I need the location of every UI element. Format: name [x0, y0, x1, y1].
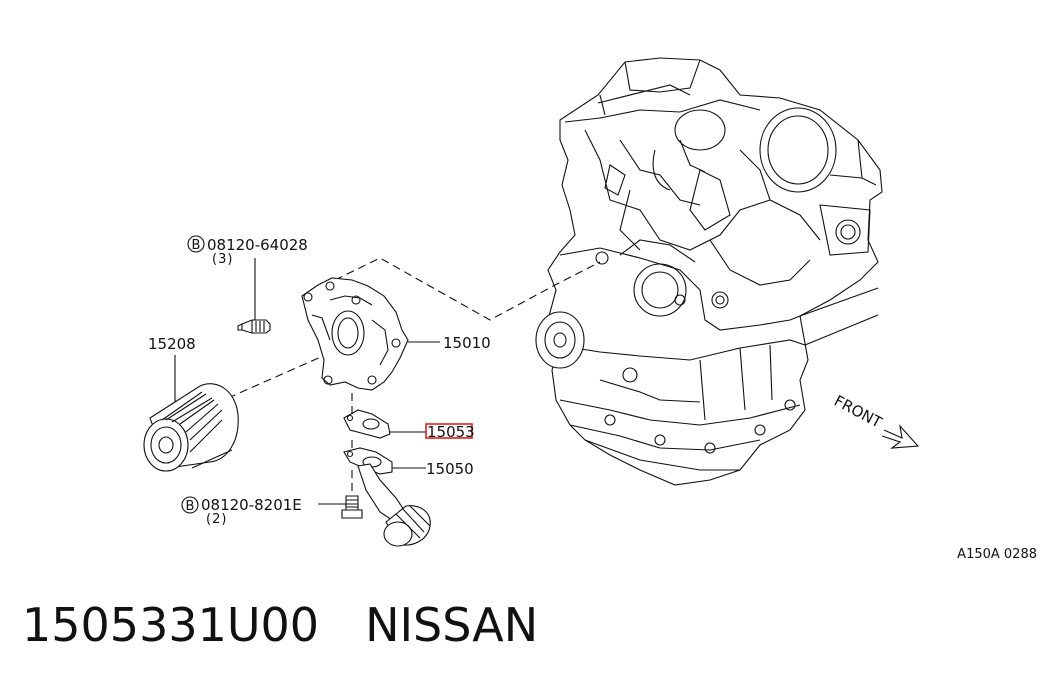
bolt-top-callout: B 08120-64028 (3) [187, 235, 308, 267]
bolt-symbol-icon [187, 235, 205, 253]
part-caption: 1505331U00 NISSAN [22, 598, 538, 652]
bolt-symbol-icon [181, 496, 199, 514]
mount-guide-line [334, 257, 601, 321]
mount-guide-line [227, 351, 333, 399]
front-label: FRONT [831, 392, 885, 432]
highlight-box [425, 423, 473, 439]
bolt-top [237, 319, 271, 334]
engine-block [535, 57, 883, 486]
gasket-part-number: 15053 [427, 423, 475, 441]
oil-strainer [343, 447, 431, 547]
bolt-bottom-part-number: 08120-8201E [201, 496, 302, 514]
front-direction-indicator: FRONT [831, 392, 920, 449]
front-arrow-icon [881, 424, 920, 449]
bolt-bottom [341, 495, 363, 519]
bolt-bottom-quantity: (2) [206, 512, 227, 527]
oil-pump-part-number: 15010 [443, 334, 491, 352]
bolt-bottom-callout: B 08120-8201E (2) [181, 496, 302, 527]
part-number: 1505331U00 [22, 598, 320, 652]
oil-pump [301, 277, 409, 391]
oil-filter-part-number: 15208 [148, 335, 196, 353]
brand-name: NISSAN [365, 598, 539, 652]
oil-filter [143, 383, 239, 472]
bolt-top-part-number: 08120-64028 [207, 236, 308, 254]
bolt-symbol: B [186, 499, 195, 514]
figure-code: A150A 0288 [957, 547, 1037, 562]
gasket [343, 409, 391, 439]
strainer-part-number: 15050 [426, 460, 474, 478]
bolt-top-quantity: (3) [212, 252, 233, 267]
bolt-symbol: B [192, 238, 201, 253]
